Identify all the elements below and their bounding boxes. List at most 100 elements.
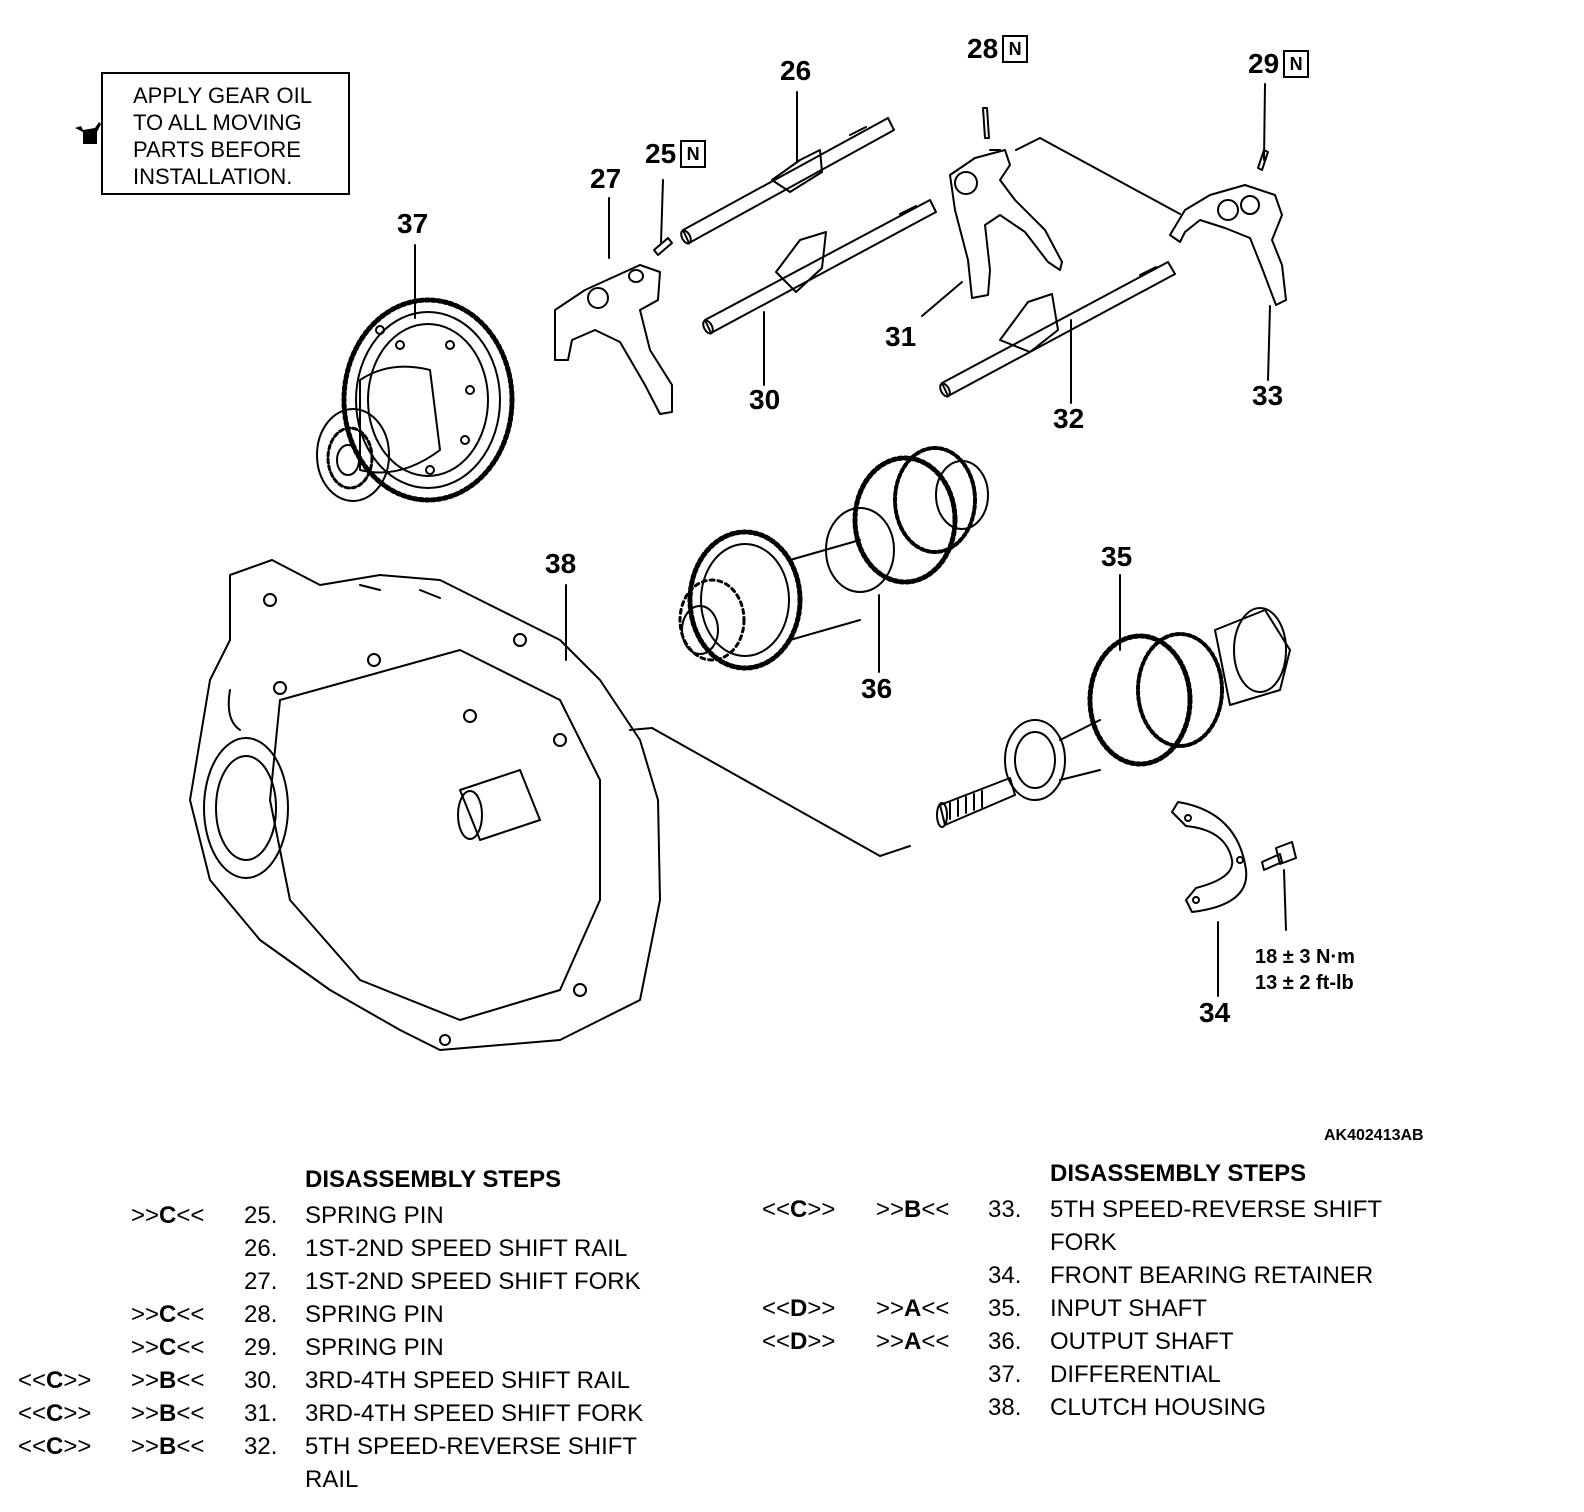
- shift-fork-27: [554, 264, 673, 415]
- torque-metric: 18 ± 3 N·m: [1255, 946, 1355, 968]
- step-number: 35.: [988, 1295, 1022, 1322]
- callout-29-number: 29: [1248, 48, 1280, 79]
- step-label: 5TH SPEED-REVERSE SHIFT RAIL: [305, 1433, 638, 1493]
- step-row: >>C<<28.SPRING PIN: [0, 1298, 1584, 1331]
- n-badge: N: [1002, 35, 1029, 63]
- step-label: SPRING PIN: [305, 1202, 444, 1229]
- step-number: 37.: [988, 1361, 1022, 1388]
- step-label: 3RD-4TH SPEED SHIFT FORK: [305, 1400, 644, 1427]
- left-steps-heading: DISASSEMBLY STEPS: [305, 1166, 562, 1193]
- step-number: 34.: [988, 1262, 1022, 1289]
- step-label: 5TH SPEED-REVERSE SHIFT FORK: [1050, 1196, 1383, 1256]
- step-label: SPRING PIN: [305, 1301, 444, 1328]
- torque-spec: 18 ± 3 N·m 13 ± 2 ft-lb: [1255, 944, 1355, 996]
- shift-fork-31: [949, 149, 1063, 299]
- callout-25-number: 25: [645, 138, 677, 169]
- step-number: 29.: [244, 1334, 278, 1361]
- step-row: <<C>> >>B<< 32. 5TH SPEED-REVERSE SHIFT RAI…: [0, 1430, 1584, 1493]
- step-marker-disassembly: >>A<<: [876, 1328, 950, 1355]
- callout-27: 27: [590, 163, 622, 194]
- front-bearing-retainer-34: [1171, 801, 1248, 913]
- callout-34: 34: [1199, 997, 1231, 1028]
- step-row: 34. FRONT BEARING RETAINER: [0, 1259, 1584, 1292]
- callout-28-number: 28: [967, 33, 999, 64]
- step-marker-reassembly: <<C>>: [18, 1433, 92, 1460]
- step-label: FRONT BEARING RETAINER: [1050, 1262, 1374, 1289]
- step-row: <<C>> >>B<< 30. 3RD-4TH SPEED SHIFT RAIL: [0, 1364, 1584, 1397]
- callout-38: 38: [545, 548, 577, 579]
- step-number: 32.: [244, 1433, 278, 1460]
- step-marker-disassembly: >>A<<: [876, 1295, 950, 1322]
- step-number: 36.: [988, 1328, 1022, 1355]
- step-row: <<D>> >>A<< 36. OUTPUT SHAFT: [0, 1325, 1584, 1358]
- step-number: 38.: [988, 1394, 1022, 1421]
- shift-rail-32: [939, 261, 1176, 398]
- step-row: 26. 1ST-2ND SPEED SHIFT RAIL: [0, 1232, 1584, 1265]
- input-shaft-35: [936, 607, 1291, 828]
- step-label: INPUT SHAFT: [1050, 1295, 1207, 1322]
- step-row: 37. DIFFERENTIAL: [0, 1358, 1584, 1391]
- step-marker-disassembly: >>B<<: [131, 1400, 205, 1427]
- step-label: 3RD-4TH SPEED SHIFT RAIL: [305, 1367, 630, 1394]
- callout-30: 30: [749, 384, 781, 415]
- step-marker-disassembly: >>C<<: [131, 1334, 205, 1361]
- callout-37: 37: [397, 208, 429, 239]
- oil-can-icon: [75, 122, 101, 144]
- shift-rail-26: [680, 117, 895, 245]
- callout-35: 35: [1101, 541, 1133, 572]
- step-marker-disassembly: >>B<<: [876, 1196, 950, 1223]
- step-label: CLUTCH HOUSING: [1050, 1394, 1267, 1421]
- step-number: 25.: [244, 1202, 278, 1229]
- step-marker-reassembly: <<D>>: [762, 1328, 836, 1355]
- step-row: <<C>> >>B<< 33. 5TH SPEED-REVERSE SHIFT FOR…: [0, 1193, 1584, 1256]
- torque-imperial: 13 ± 2 ft-lb: [1255, 972, 1354, 994]
- step-label: 1ST-2ND SPEED SHIFT FORK: [305, 1268, 641, 1295]
- step-number: 26.: [244, 1235, 278, 1262]
- step-number: 30.: [244, 1367, 278, 1394]
- step-row: >>C<< 29. SPRING PIN: [0, 1331, 1584, 1364]
- shift-fork-33: [1169, 184, 1287, 306]
- output-shaft-36: [678, 446, 989, 671]
- step-marker-reassembly: <<D>>: [762, 1295, 836, 1322]
- exploded-view-illustration: [189, 83, 1297, 1051]
- step-label: DIFFERENTIAL: [1050, 1361, 1221, 1388]
- clutch-housing-38: [189, 559, 661, 1051]
- step-marker-disassembly: >>B<<: [131, 1433, 205, 1460]
- n-badge: N: [680, 140, 707, 168]
- callout-33: 33: [1252, 380, 1284, 411]
- step-label: SPRING PIN: [305, 1334, 444, 1361]
- n-badge: N: [1283, 50, 1310, 78]
- note-text: APPLY GEAR OIL TO ALL MOVING PARTS BEFOR…: [133, 83, 312, 189]
- step-row: <<C>> >>B<< 31. 3RD-4TH SPEED SHIFT FORK: [0, 1397, 1584, 1430]
- step-marker-disassembly: >>B<<: [131, 1367, 205, 1394]
- step-marker-reassembly: <<C>>: [18, 1367, 92, 1394]
- step-number: 27.: [244, 1268, 278, 1295]
- step-label: OUTPUT SHAFT: [1050, 1328, 1234, 1355]
- shift-rail-30: [702, 199, 937, 335]
- figure-id: AK402413AB: [1324, 1127, 1424, 1144]
- callout-32: 32: [1053, 403, 1085, 434]
- step-marker-reassembly: <<C>>: [18, 1400, 92, 1427]
- step-label: 1ST-2ND SPEED SHIFT RAIL: [305, 1235, 628, 1262]
- callout-31: 31: [885, 321, 917, 352]
- step-row: >>C<< 25. SPRING PIN: [0, 1199, 1584, 1232]
- step-number: 33.: [988, 1196, 1022, 1223]
- step-number: 31.: [244, 1400, 278, 1427]
- step-row: 27. 1ST-2ND SPEED SHIFT FORK: [0, 1265, 1584, 1298]
- callout-26: 26: [780, 55, 812, 86]
- callout-36: 36: [861, 673, 893, 704]
- step-row: 38. CLUTCH HOUSING: [0, 1391, 1584, 1424]
- step-marker-reassembly: <<C>>: [762, 1196, 836, 1223]
- bolt: [1261, 841, 1297, 871]
- step-row: <<D>> >>A<< 35. INPUT SHAFT: [0, 1292, 1584, 1325]
- gear-oil-note: APPLY GEAR OIL TO ALL MOVING PARTS BEFOR…: [75, 72, 350, 195]
- spring-pins: [653, 107, 1269, 256]
- leader-lines: [414, 83, 1287, 997]
- step-marker-disassembly: >>C<<: [131, 1301, 205, 1328]
- right-steps-heading: DISASSEMBLY STEPS: [1050, 1160, 1307, 1187]
- differential-37: [316, 297, 515, 503]
- step-marker-disassembly: >>C<<: [131, 1202, 205, 1229]
